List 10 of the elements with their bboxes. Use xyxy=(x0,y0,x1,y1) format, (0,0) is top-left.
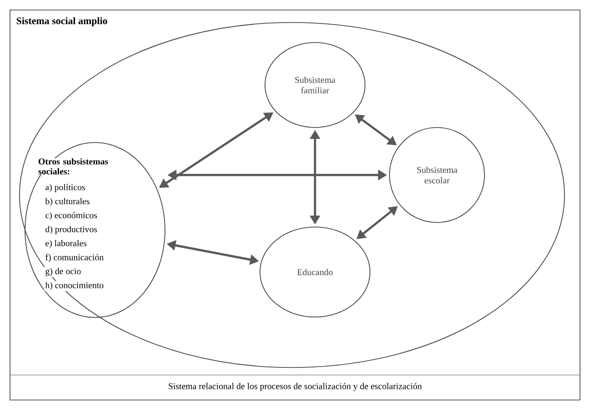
list-item: h) conocimiento xyxy=(45,282,104,290)
list-item: c) económicos xyxy=(46,212,97,220)
list-item: e) laborales xyxy=(46,240,86,248)
list-item: f) comunicación xyxy=(45,254,104,262)
caption: Sistema relacional de los procesos de socialización y de escolarización xyxy=(168,382,422,392)
list-item: a) políticos xyxy=(46,184,85,192)
list-item: b) culturales xyxy=(45,198,90,206)
list-item: d) productivos xyxy=(46,226,97,234)
list-heading: Otros subsistemas sociales: xyxy=(38,158,108,175)
list-item: g) de ocio xyxy=(46,268,81,276)
